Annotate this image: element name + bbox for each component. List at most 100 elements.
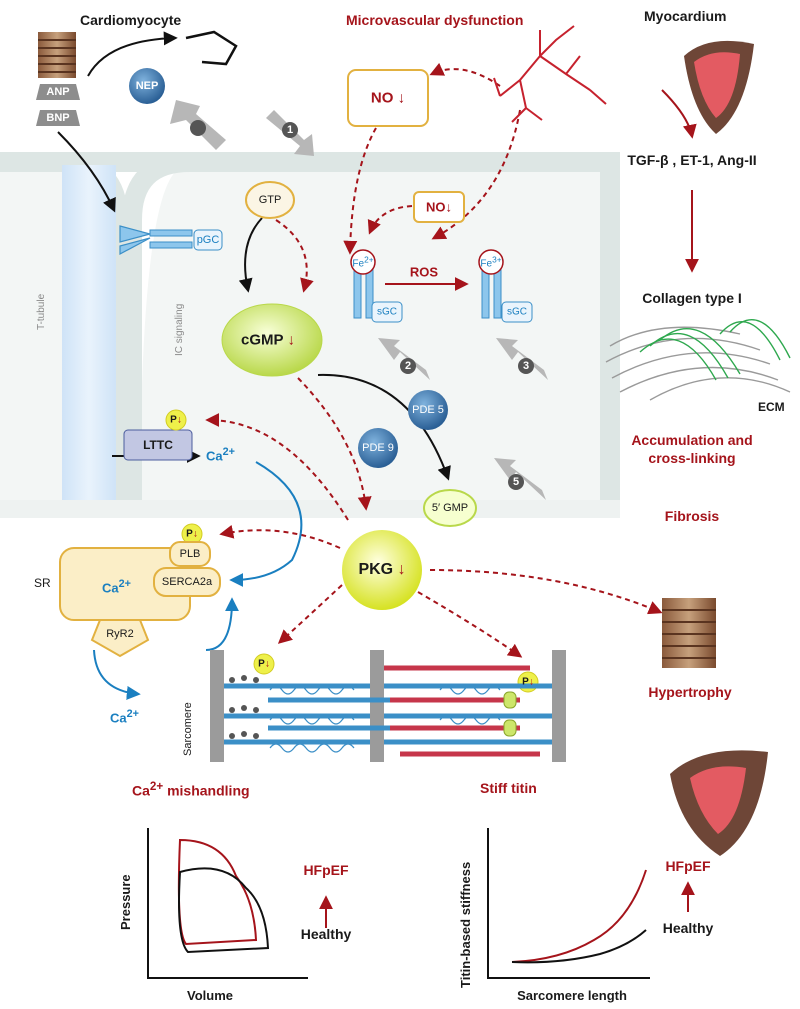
ca-cytosol-sup: 2+ <box>126 708 139 720</box>
step-label-4: 4 <box>143 125 151 137</box>
anp-bnp-labels-bg <box>36 84 80 126</box>
fibrosis-label: Fibrosis <box>664 508 720 524</box>
fe3-sup: 3+ <box>492 254 502 265</box>
sgc-receptor-fe3 <box>478 249 533 323</box>
t-tubule-channel <box>62 165 116 500</box>
ecm-label: ECM <box>758 400 785 414</box>
ryr2-label: RyR2 <box>106 628 134 640</box>
5gmp-label: 5′ GMP <box>431 502 469 514</box>
pde9-label: PDE 9 <box>362 442 394 454</box>
accumulation-label: Accumulation and <box>631 432 753 448</box>
fe2-label: Fe2+ <box>352 254 373 269</box>
step-arrow-1 <box>266 110 314 156</box>
gtp-label: GTP <box>258 194 282 206</box>
ca-lttc-sup: 2+ <box>222 446 235 458</box>
tgf-label: TGF-β , ET-1, Ang-II <box>627 152 757 168</box>
pv-xlabel: Volume <box>187 988 233 1003</box>
crosslinking-label: cross-linking <box>648 450 736 466</box>
cgmp-label: cGMP ↓ <box>241 331 295 349</box>
stiffness-healthy-label: Healthy <box>662 920 714 936</box>
no-box-small <box>413 191 465 223</box>
sarcomere-structure <box>210 650 566 762</box>
p-titin-text: P <box>522 676 529 688</box>
ca-mishandling-text: Ca <box>132 782 150 799</box>
sr-label: SR <box>34 576 51 590</box>
ca-lttc-text: Ca <box>206 448 223 464</box>
p-lttc <box>165 409 187 431</box>
p-sarcomere-left <box>253 653 275 675</box>
no-top-label: NO ↓ <box>370 89 406 107</box>
stiffness-hfpef-label: HFpEF <box>665 858 711 874</box>
ecm-collagen-fibers <box>605 319 791 401</box>
step-arrow-2 <box>378 338 430 380</box>
step-label-3: 3 <box>522 360 530 372</box>
step-arrow-3 <box>496 338 548 380</box>
t-tubule-label: T-tubule <box>36 293 47 330</box>
ca-sr-label: Ca2+ <box>102 578 131 595</box>
p-plb-label: P↓ <box>186 528 198 540</box>
cardiomyocyte-title: Cardiomyocyte <box>80 12 182 28</box>
cgmp-node <box>221 303 323 377</box>
no-small-text: NO <box>426 199 446 215</box>
pv-loop-chart <box>147 828 333 979</box>
ca-lttc-label: Ca2+ <box>206 446 235 463</box>
pde5-label: PDE 5 <box>412 404 444 416</box>
lttc-label: LTTC <box>143 438 173 452</box>
pkg-node <box>342 530 422 610</box>
lttc-channel <box>123 429 193 461</box>
pv-ylabel: Pressure <box>118 874 133 930</box>
sarcoplasmic-reticulum <box>59 541 221 658</box>
step-arrow-4 <box>170 100 226 150</box>
fe3-text: Fe <box>480 258 493 270</box>
stiff-titin-label: Stiff titin <box>480 780 537 796</box>
step-arrow-5 <box>494 458 546 500</box>
no-box-top <box>347 69 429 127</box>
microvascular-vessel <box>493 25 607 123</box>
pv-hfpef-label: HFpEF <box>303 862 349 878</box>
fe3-label: Fe3+ <box>480 254 501 269</box>
step-label-2: 2 <box>404 360 412 372</box>
p-lttc-label: P↓ <box>170 414 182 426</box>
ca-cytosol-text: Ca <box>110 710 127 726</box>
ic-signaling-label: IC signaling <box>174 303 185 356</box>
step-label-5: 5 <box>512 476 520 488</box>
hypertrophy-tissue-icon <box>662 598 716 668</box>
p-lttc-text: P <box>170 414 177 426</box>
anp-label: ANP <box>46 86 70 98</box>
cardiomyocyte-tissue-icon <box>38 32 76 78</box>
cgmp-text: cGMP <box>241 331 284 349</box>
ca-mishandling-label: Ca2+ mishandling <box>132 780 250 799</box>
pde5-circle <box>408 390 448 430</box>
mishandling-text: mishandling <box>167 782 250 799</box>
collagen-label: Collagen type I <box>642 290 742 306</box>
fe2-text: Fe <box>352 258 365 270</box>
pde9-circle <box>358 428 398 468</box>
fe2-sup: 2+ <box>364 254 374 265</box>
stiffness-ylabel: Titin-based stiffness <box>458 861 473 988</box>
sgc-receptor-fe2 <box>350 249 403 323</box>
ca-cytosol-label: Ca2+ <box>110 708 139 725</box>
degraded-peptide-icon <box>185 30 238 66</box>
sgc-label-1: sGC <box>377 306 397 318</box>
sgc-label-2: sGC <box>507 306 527 318</box>
bnp-label: BNP <box>46 112 70 124</box>
p-sarcomere-label: P↓ <box>258 658 270 670</box>
step-label-1: 1 <box>286 124 294 136</box>
ca-sr-text: Ca <box>102 580 119 596</box>
myocardium-heart-bottom <box>670 750 768 856</box>
plb-label: PLB <box>179 548 201 560</box>
gtp-node <box>245 181 295 219</box>
p-plb-text: P <box>186 528 193 540</box>
stiffness-xlabel: Sarcomere length <box>517 988 627 1003</box>
hypertrophy-label: Hypertrophy <box>648 684 732 700</box>
ca-sr-sup: 2+ <box>118 578 131 590</box>
pkg-label: PKG ↓ <box>358 561 406 578</box>
no-top-text: NO <box>370 89 394 107</box>
pgc-receptor <box>119 225 223 255</box>
nep-label: NEP <box>135 80 159 92</box>
ros-label: ROS <box>409 264 439 280</box>
no-small-label: NO↓ <box>426 199 452 215</box>
p-titin-label: P↓ <box>522 676 534 688</box>
